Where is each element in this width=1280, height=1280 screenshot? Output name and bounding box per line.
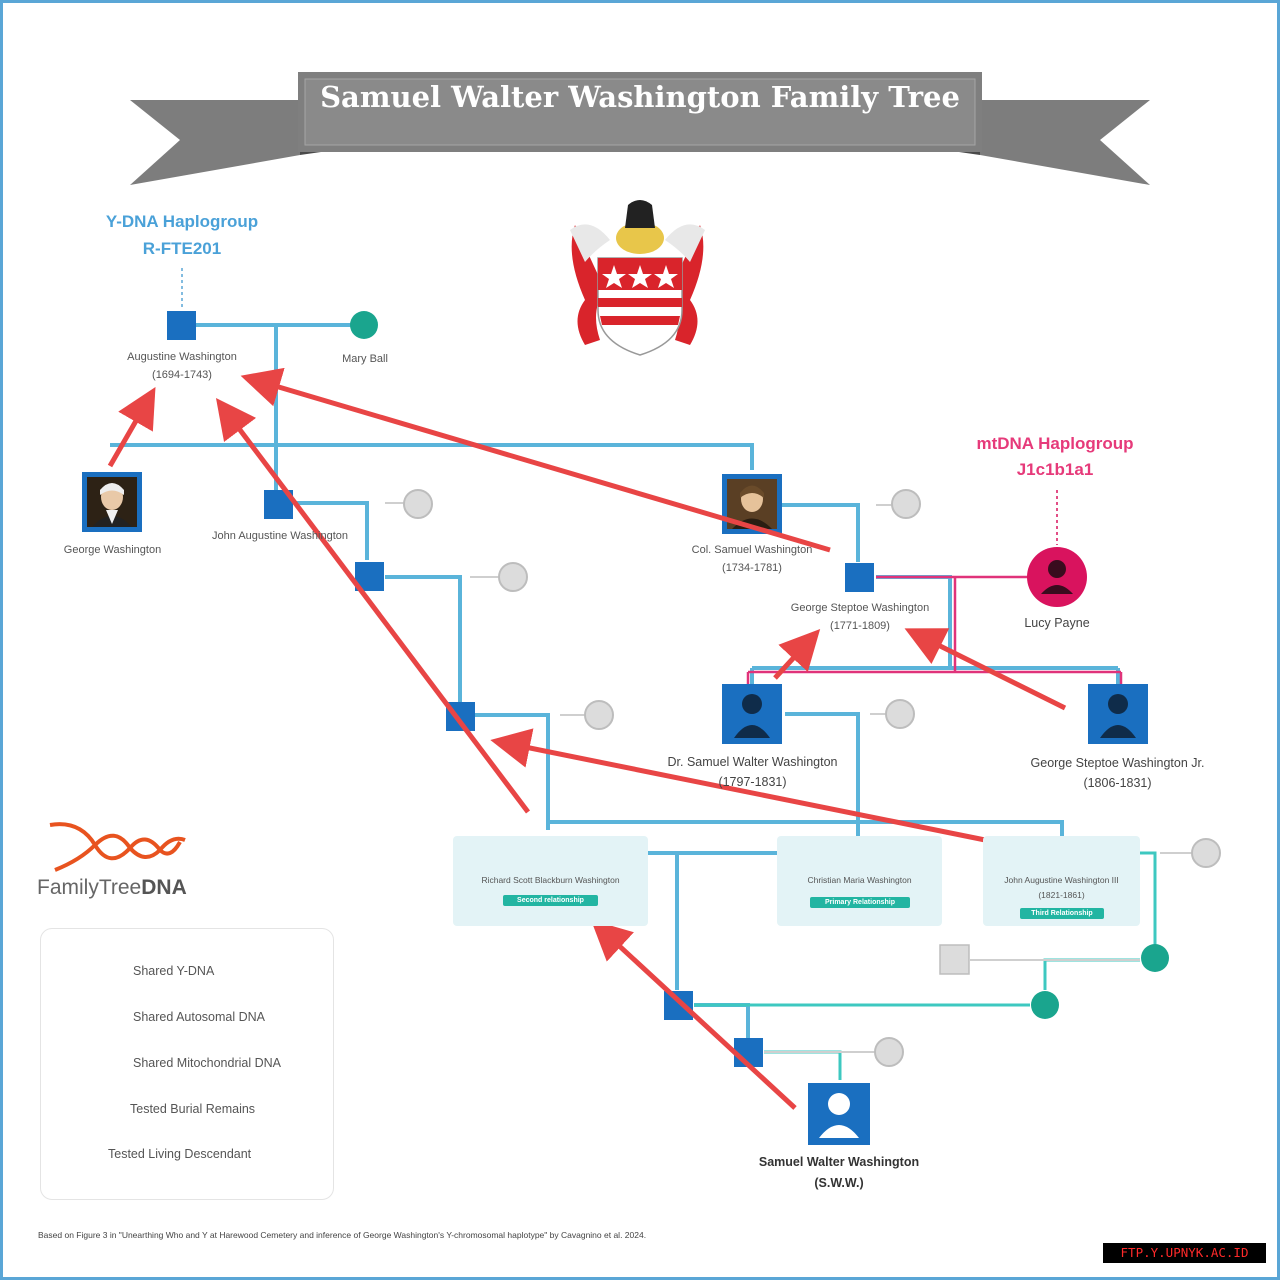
col-samuel-portrait[interactable] (722, 474, 782, 534)
autosomal-relative-node[interactable] (1031, 991, 1059, 1019)
george-steptoe-jr-burial-icon[interactable] (1088, 684, 1148, 744)
spouse-lines (385, 502, 1192, 1053)
legend-label: Tested Burial Remains (130, 1102, 256, 1116)
unknown-spouse-icon[interactable] (874, 1037, 904, 1067)
autosomal-relative-node[interactable] (1141, 944, 1169, 972)
unknown-spouse-icon[interactable] (1191, 838, 1221, 868)
mtdna-haplogroup-value: J1c1b1a1 (1016, 460, 1094, 479)
person-name: George Steptoe Washington (790, 602, 930, 614)
person-dates: (1694-1743) (152, 369, 212, 381)
person-dates: (1771-1809) (830, 620, 890, 632)
legend-label: Tested Living Descendant (108, 1147, 252, 1161)
person-name: Augustine Washington (127, 351, 237, 363)
person-name: John Augustine Washington (212, 530, 348, 542)
mary-ball-node[interactable] (350, 311, 378, 339)
legend-label: Shared Autosomal DNA (133, 1010, 266, 1024)
brand-part2: DNA (141, 876, 187, 899)
brand-name: FamilyTreeDNA (37, 876, 187, 900)
descendant-node[interactable] (664, 991, 693, 1020)
annotation-arrows (107, 367, 1067, 1110)
lucy-payne-burial-icon[interactable] (1027, 547, 1087, 607)
unknown-spouse-icon[interactable] (498, 562, 528, 592)
person-dates: (1734-1781) (722, 562, 782, 574)
ydna-haplogroup-value: R-FTE201 (142, 239, 222, 258)
primary-relationship-card (777, 836, 942, 926)
relationship-badge: Second relationship (503, 895, 598, 906)
brand-part1: FamilyTree (37, 876, 142, 899)
ydna-haplogroup-heading: Y-DNA Haplogroup (105, 212, 259, 231)
sww-living-descendant-icon[interactable] (808, 1083, 870, 1145)
person-dates: (1806-1831) (1083, 776, 1152, 790)
person-dates: (1797-1831) (718, 775, 787, 789)
relationship-badge: Primary Relationship (810, 897, 910, 908)
watermark-badge: FTP.Y.UPNYK.AC.ID (1103, 1243, 1266, 1263)
person-name: Lucy Payne (1024, 616, 1090, 630)
unknown-spouse-icon[interactable] (403, 489, 433, 519)
unknown-male-icon[interactable] (939, 944, 970, 975)
augustine-node[interactable] (167, 311, 196, 340)
source-footnote: Based on Figure 3 in "Unearthing Who and… (38, 1230, 647, 1240)
person-name: Christian Maria Washington (807, 875, 912, 885)
george-washington-portrait[interactable] (82, 472, 142, 532)
unknown-spouse-icon[interactable] (891, 489, 921, 519)
unknown-spouse-icon[interactable] (885, 699, 915, 729)
mito-lines (746, 575, 1123, 684)
title-ribbon (130, 72, 1150, 185)
person-abbreviation: (S.W.W.) (814, 1176, 864, 1190)
person-name: Col. Samuel Washington (691, 544, 813, 556)
person-name: George Steptoe Washington Jr. (1030, 756, 1205, 770)
legend-label: Shared Y-DNA (133, 964, 215, 978)
george-steptoe-node[interactable] (845, 563, 874, 592)
person-dates: (1821-1861) (1038, 890, 1085, 900)
legend (40, 928, 334, 1200)
relationship-badge: Third Relationship (1020, 908, 1104, 919)
familytreedna-logo-icon (49, 822, 186, 872)
person-name: John Augustine Washington III (1004, 875, 1119, 885)
mtdna-haplogroup-heading: mtDNA Haplogroup (976, 434, 1134, 453)
legend-label: Shared Mitochondrial DNA (133, 1056, 281, 1070)
unknown-spouse-icon[interactable] (584, 700, 614, 730)
person-name: Samuel Walter Washington (758, 1155, 920, 1169)
person-name: George Washington (63, 544, 162, 556)
dr-samuel-burial-icon[interactable] (722, 684, 782, 744)
person-name: Dr. Samuel Walter Washington (667, 755, 838, 769)
second-relationship-card (453, 836, 648, 926)
person-name: Richard Scott Blackburn Washington (481, 875, 620, 885)
coat-of-arms-icon (570, 200, 705, 356)
person-name: Mary Ball (342, 353, 388, 365)
page-title: Samuel Walter Washington Family Tree (320, 80, 960, 114)
